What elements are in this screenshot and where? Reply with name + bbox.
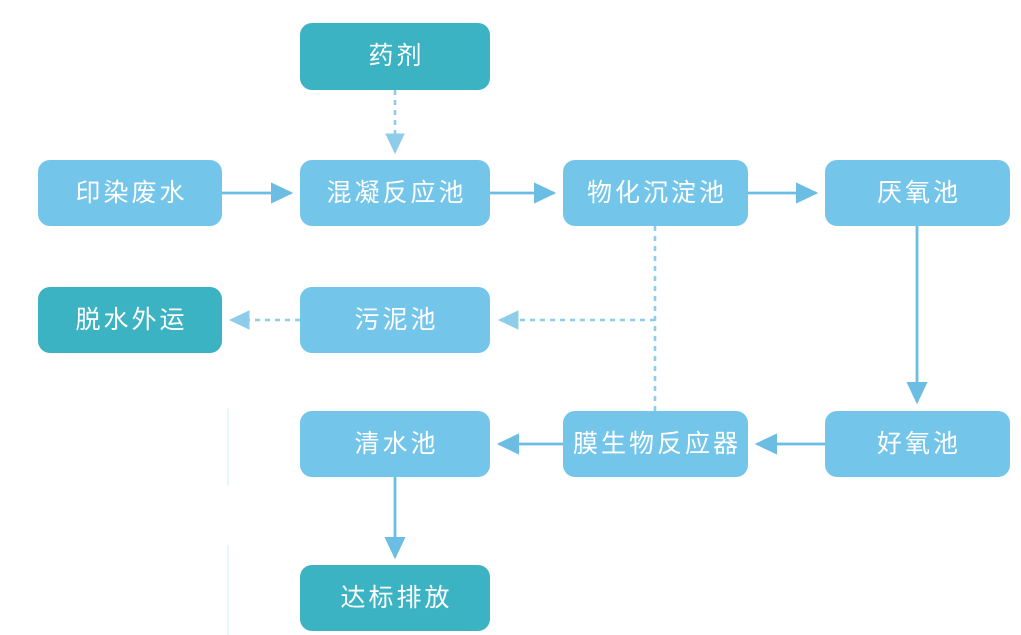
node-label: 混凝反应池 — [326, 178, 467, 207]
background-artifact-line — [227, 545, 229, 635]
node-label: 达标排放 — [340, 583, 453, 612]
node-compliant-discharge[interactable]: 达标排放 — [300, 565, 490, 631]
node-anaerobic-tank[interactable]: 厌氧池 — [825, 160, 1010, 226]
node-coagulation-tank[interactable]: 混凝反应池 — [300, 160, 490, 226]
node-label: 清水池 — [354, 429, 439, 458]
node-label: 膜生物反应器 — [572, 429, 741, 458]
node-label: 药剂 — [368, 42, 425, 70]
node-label: 印染废水 — [75, 178, 188, 207]
node-sludge-tank[interactable]: 污泥池 — [300, 287, 490, 353]
node-label: 物化沉淀池 — [586, 178, 727, 207]
node-label: 脱水外运 — [75, 305, 188, 334]
node-physicochemical-sedimentation-tank[interactable]: 物化沉淀池 — [563, 160, 748, 226]
node-reagent[interactable]: 药剂 — [300, 23, 490, 90]
node-aerobic-tank[interactable]: 好氧池 — [825, 411, 1010, 477]
node-label: 厌氧池 — [876, 178, 961, 207]
node-dewatering-haul-away[interactable]: 脱水外运 — [38, 287, 222, 353]
node-label: 污泥池 — [354, 305, 439, 334]
node-clean-water-tank[interactable]: 清水池 — [300, 411, 490, 477]
background-artifact-line — [227, 408, 229, 486]
node-membrane-bioreactor[interactable]: 膜生物反应器 — [563, 411, 748, 477]
node-influent[interactable]: 印染废水 — [38, 160, 222, 226]
node-label: 好氧池 — [876, 429, 961, 458]
